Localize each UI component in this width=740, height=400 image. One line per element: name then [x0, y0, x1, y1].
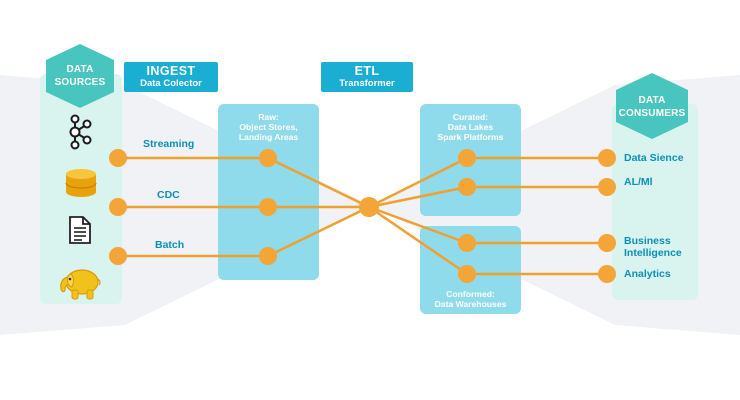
streaming-node [109, 149, 127, 167]
database-icon [65, 169, 97, 197]
curated-title-line3: Spark Platforms [437, 132, 504, 142]
ingest-subtitle: Data Colector [140, 78, 202, 89]
data-sources-title-line1: DATA [66, 64, 94, 75]
conformed-node-1 [458, 234, 476, 252]
data-science-label: Data Sience [624, 152, 684, 164]
raw-node-1 [259, 149, 277, 167]
conformed-title-line2: Data Warehouses [434, 299, 507, 309]
document-icon [69, 216, 91, 244]
raw-title-line2: Object Stores, [239, 122, 298, 132]
data-sources-title: DATA SOURCES [50, 63, 110, 89]
bi-label-line1: Business [624, 235, 671, 247]
curated-node-1 [458, 149, 476, 167]
raw-node-3 [259, 247, 277, 265]
etl-subtitle: Transformer [339, 78, 395, 89]
raw-title-line1: Raw: [258, 112, 279, 122]
hub-to-conformed-line-1 [368, 205, 468, 245]
hub-to-curated-line-2 [368, 185, 468, 209]
curated-zone-title: Curated: Data Lakes Spark Platforms [420, 112, 521, 142]
batch-label: Batch [155, 239, 185, 251]
bi-label: Business Intelligence [624, 235, 682, 259]
data-sources-title-line2: SOURCES [54, 77, 106, 88]
data-consumers-title: DATA CONSUMERS [614, 94, 690, 120]
raw-title-line3: Landing Areas [238, 132, 299, 142]
curated-node-2 [458, 178, 476, 196]
data-consumers-title-line2: CONSUMERS [618, 108, 686, 119]
etl-hub-node [359, 197, 379, 217]
analytics-label: Analytics [624, 268, 671, 280]
raw-to-hub-line-1 [267, 156, 370, 209]
raw-to-hub-line-3 [267, 205, 370, 258]
ai-ml-node [598, 178, 616, 196]
curated-title-line2: Data Lakes [447, 122, 494, 132]
data-consumers-hexagon [616, 73, 688, 139]
conformed-zone-title: Conformed: Data Warehouses [420, 289, 521, 309]
hadoop-elephant-icon [60, 269, 101, 300]
ingest-title: INGEST [146, 64, 196, 78]
cdc-label: CDC [157, 189, 180, 201]
bi-label-line2: Intelligence [624, 247, 682, 259]
etl-title: ETL [354, 64, 380, 78]
kafka-icon [69, 114, 92, 150]
ai-ml-label: AL/Ml [624, 176, 653, 188]
streaming-label: Streaming [143, 138, 195, 150]
conformed-node-2 [458, 265, 476, 283]
hub-to-conformed-line-2 [368, 205, 468, 276]
raw-zone-title: Raw: Object Stores, Landing Areas [218, 112, 319, 142]
data-consumers-title-line1: DATA [638, 95, 666, 106]
data-sources-hexagon [46, 44, 114, 108]
conformed-title-line1: Conformed: [446, 289, 495, 299]
batch-node [109, 247, 127, 265]
hub-to-curated-line-1 [368, 156, 468, 209]
bi-node [598, 234, 616, 252]
analytics-node [598, 265, 616, 283]
ingest-tag: INGEST Data Colector [124, 62, 218, 92]
curated-title-line1: Curated: [452, 112, 489, 122]
data-science-node [598, 149, 616, 167]
raw-node-2 [259, 198, 277, 216]
cdc-node [109, 198, 127, 216]
etl-tag: ETL Transformer [321, 62, 413, 92]
